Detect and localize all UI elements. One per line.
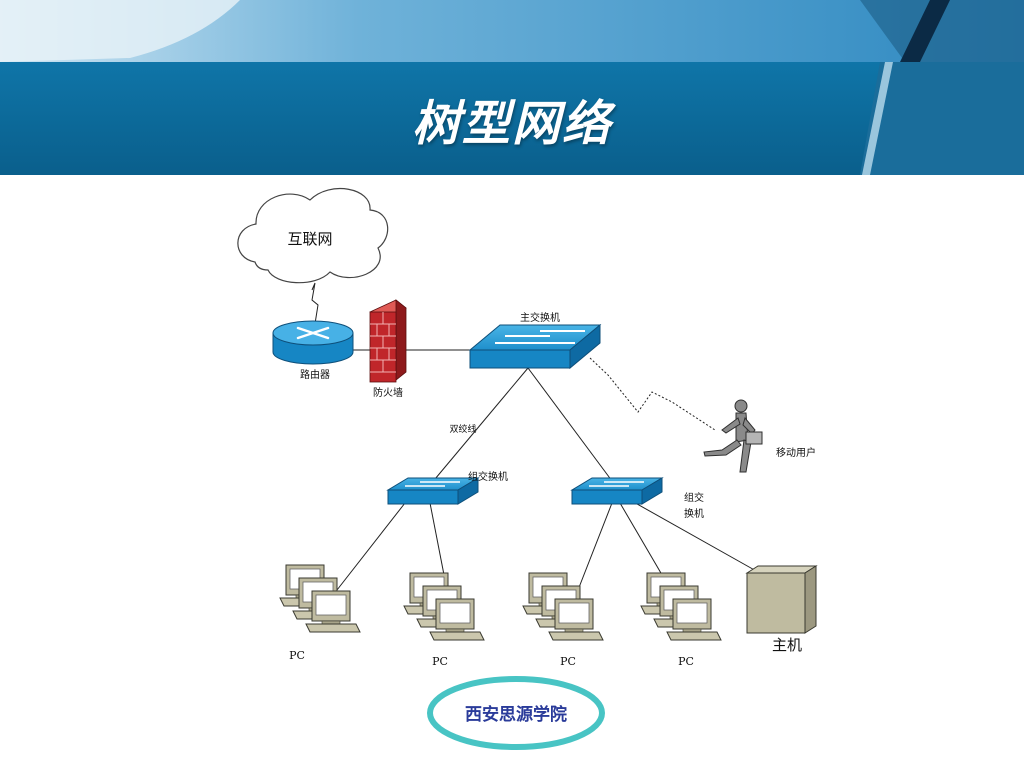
group-switch-right-label-line2: 换机: [684, 507, 704, 520]
connection-lines: [311, 282, 759, 591]
pc-label-4: PC: [678, 655, 694, 668]
pc-label-3: PC: [560, 655, 576, 668]
pc-cluster-3: [523, 573, 603, 640]
firewall-label: 防火墙: [373, 386, 403, 399]
group-switch-left-label: 组交换机: [468, 470, 508, 483]
trunk-label: 双绞线: [449, 423, 476, 435]
header-banner: [0, 0, 1024, 175]
pc-cluster-1: [280, 565, 360, 632]
school-logo-text: 西安思源学院: [465, 704, 567, 725]
host-label: 主机: [772, 636, 802, 654]
school-logo: [427, 676, 605, 750]
pc-cluster-4: [641, 573, 721, 640]
tree-network-diagram: 互联网 路由器 防火墙: [237, 187, 818, 750]
mobile-user-icon: [703, 399, 763, 473]
mobile-user-label: 移动用户: [776, 446, 816, 459]
internet-cloud: [237, 187, 389, 284]
firewall-icon: [369, 299, 407, 383]
pc-label-1: PC: [289, 649, 305, 662]
pc-label-2: PC: [432, 655, 448, 668]
main-switch-label: 主交换机: [520, 311, 560, 324]
main-switch-icon: [468, 323, 602, 370]
group-switch-right-icon: [570, 477, 664, 505]
internet-label: 互联网: [287, 230, 332, 248]
router-label: 路由器: [300, 368, 330, 381]
router-icon: [272, 320, 354, 365]
pc-cluster-2: [404, 573, 484, 640]
host-server-icon: [745, 565, 818, 634]
group-switch-right-label-line1: 组交: [684, 491, 704, 504]
slide-title: 树型网络: [411, 96, 612, 152]
group-switch-left-icon: [386, 477, 480, 505]
